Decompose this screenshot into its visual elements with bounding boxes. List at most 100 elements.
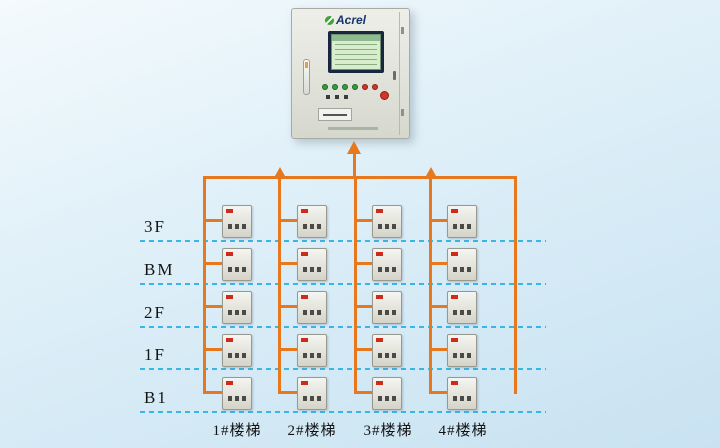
device-status-led	[451, 381, 458, 385]
device-unit	[447, 205, 477, 238]
floor-label: 3F	[144, 217, 166, 236]
device-branch-line	[354, 305, 372, 308]
device-unit	[222, 291, 252, 324]
floor-divider-line	[140, 368, 546, 370]
device-terminal-dots	[378, 310, 382, 315]
battery-gauge	[303, 59, 310, 95]
device-branch-line	[354, 219, 372, 222]
floor-label: 1F	[144, 345, 166, 364]
device-status-led	[376, 338, 383, 342]
device-status-led	[301, 252, 308, 256]
device-unit	[372, 334, 402, 367]
device-status-led	[376, 209, 383, 213]
floor-divider-line	[140, 283, 546, 285]
indicator-light	[362, 84, 368, 90]
device-status-led	[451, 295, 458, 299]
bus-arrow-icon	[426, 167, 436, 176]
device-unit	[222, 334, 252, 367]
device-branch-line	[429, 305, 447, 308]
device-unit	[222, 248, 252, 281]
device-unit	[447, 248, 477, 281]
device-terminal-dots	[378, 353, 382, 358]
riser-label: 4#楼梯	[438, 423, 488, 439]
indicator-light	[352, 84, 358, 90]
device-terminal-dots	[228, 267, 232, 272]
device-branch-line	[278, 305, 297, 308]
device-status-led	[226, 209, 233, 213]
floor-label: B1	[144, 388, 168, 407]
device-status-led	[301, 295, 308, 299]
device-branch-line	[278, 391, 297, 394]
device-branch-line	[278, 219, 297, 222]
device-unit	[372, 377, 402, 410]
cabinet-hinge	[401, 27, 404, 34]
floor-label: 2F	[144, 303, 166, 322]
device-terminal-dots	[303, 224, 307, 229]
device-branch-line	[354, 391, 372, 394]
cabinet-feed-arrow-icon	[347, 141, 361, 154]
device-terminal-dots	[303, 310, 307, 315]
device-unit	[372, 248, 402, 281]
floor-divider-line	[140, 326, 546, 328]
hmi-screen-content	[331, 34, 381, 70]
device-branch-line	[354, 262, 372, 265]
indicator-light	[342, 84, 348, 90]
device-terminal-dots	[453, 267, 457, 272]
switch-row	[326, 95, 348, 99]
device-branch-line	[203, 219, 222, 222]
indicator-button-row	[322, 84, 378, 90]
device-status-led	[301, 209, 308, 213]
device-status-led	[226, 252, 233, 256]
toggle-switch	[326, 95, 330, 99]
riser-label: 2#楼梯	[287, 423, 337, 439]
toggle-switch	[335, 95, 339, 99]
riser-bus-line	[354, 176, 357, 394]
cabinet-feed-line	[353, 152, 356, 178]
device-branch-line	[429, 391, 447, 394]
riser-bus-line	[429, 176, 432, 394]
device-unit	[447, 334, 477, 367]
brand-logo: Acrel	[292, 14, 399, 26]
device-terminal-dots	[453, 353, 457, 358]
printer-slot	[318, 108, 352, 121]
cabinet-hinge	[401, 109, 404, 116]
device-terminal-dots	[453, 310, 457, 315]
device-status-led	[301, 381, 308, 385]
device-branch-line	[203, 262, 222, 265]
trunk-line	[203, 176, 517, 179]
device-status-led	[451, 209, 458, 213]
device-terminal-dots	[228, 224, 232, 229]
device-branch-line	[429, 219, 447, 222]
device-unit	[222, 377, 252, 410]
device-unit	[372, 205, 402, 238]
device-terminal-dots	[303, 353, 307, 358]
device-status-led	[226, 295, 233, 299]
device-status-led	[451, 338, 458, 342]
device-unit	[297, 334, 327, 367]
device-terminal-dots	[303, 396, 307, 401]
device-terminal-dots	[453, 396, 457, 401]
control-cabinet: Acrel	[291, 8, 410, 139]
device-terminal-dots	[228, 353, 232, 358]
device-unit	[447, 377, 477, 410]
device-status-led	[226, 381, 233, 385]
device-terminal-dots	[453, 224, 457, 229]
indicator-light	[372, 84, 378, 90]
device-branch-line	[354, 348, 372, 351]
device-terminal-dots	[228, 310, 232, 315]
device-terminal-dots	[378, 224, 382, 229]
nameplate-text-bar	[328, 127, 378, 130]
device-status-led	[376, 252, 383, 256]
riser-label: 3#楼梯	[363, 423, 413, 439]
device-unit	[297, 248, 327, 281]
indicator-light	[322, 84, 328, 90]
device-terminal-dots	[378, 396, 382, 401]
device-unit	[297, 205, 327, 238]
acrel-logo-icon	[324, 16, 334, 25]
device-branch-line	[429, 348, 447, 351]
device-branch-line	[203, 348, 222, 351]
device-status-led	[376, 381, 383, 385]
device-branch-line	[429, 262, 447, 265]
